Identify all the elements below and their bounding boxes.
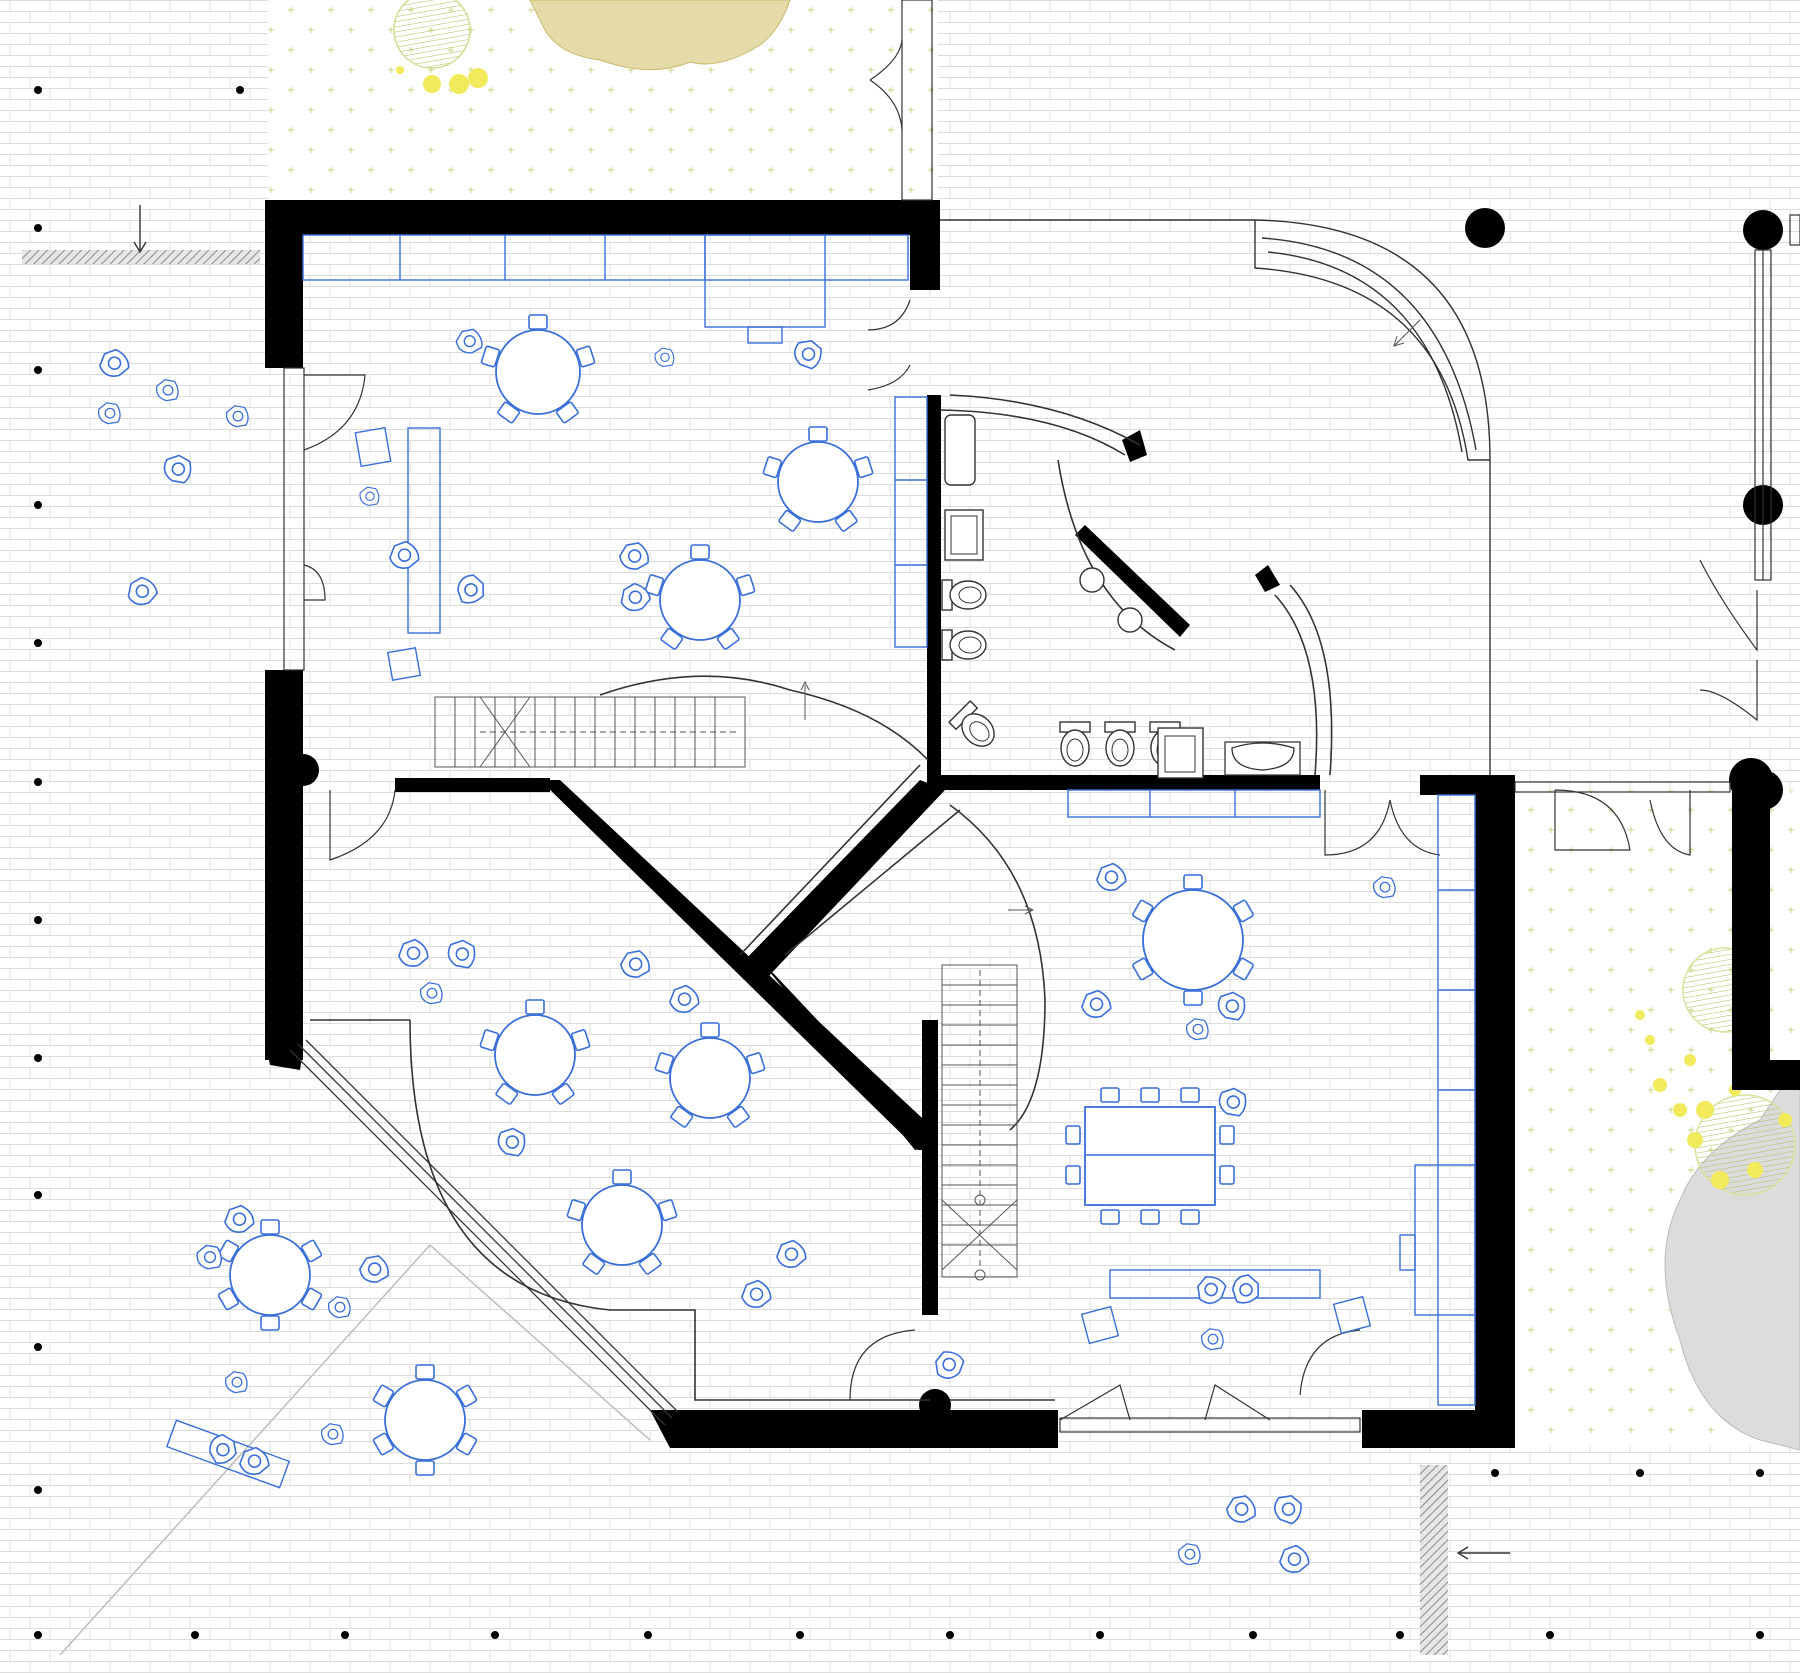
round-table-icon [217,1219,323,1331]
bathtub-icon [944,414,976,486]
round-table-icon [566,1169,678,1276]
east-tree-fruits [1635,1010,1792,1189]
round-table-icon [762,426,874,533]
stair-icon [434,696,1018,1281]
round-table-icon [654,1022,766,1129]
rectangular-table [1065,1087,1235,1225]
round-table-icon [644,544,756,651]
round-tables [217,314,1255,1476]
round-table-icon [372,1364,478,1476]
arrow-icon [800,319,1421,915]
west-paving-strip [22,250,260,264]
terrace-boundary-2 [429,1244,651,1441]
round-table-icon [1131,874,1255,1006]
washroom-fixtures [941,414,1301,779]
east-facade-glazing [1699,214,1800,722]
round-table-icon [479,999,591,1106]
south-paving-strip [1420,1465,1448,1655]
building-walls [265,200,1800,1448]
door-swing-icon [329,0,1731,1433]
corridor-outline [940,219,1491,1401]
bollards [34,86,1764,1639]
sink-icon [1079,567,1105,593]
terrace-boundary [59,1244,431,1656]
west-glazing [283,367,366,671]
north-tree-icon [393,0,471,69]
entrance-arrow-icon [133,205,1510,1560]
north-counter [165,234,1476,1489]
north-tree-fruits [396,66,488,94]
curved-partitions [310,394,1333,1401]
round-table-icon [480,314,596,425]
sw-glazing [289,1039,679,1426]
north-shrub [529,0,791,70]
